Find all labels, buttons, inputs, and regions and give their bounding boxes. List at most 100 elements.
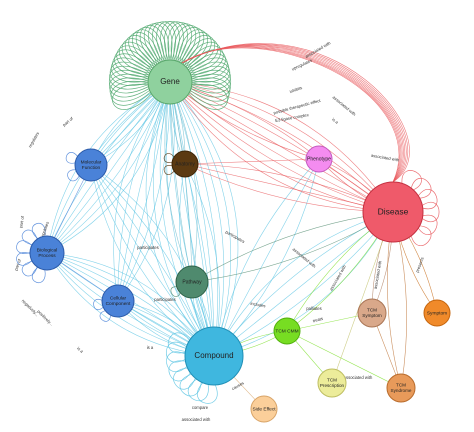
bp-self-loop-3 [16, 240, 33, 254]
edge-compound-gene-2 [159, 81, 215, 357]
disease-self-loop-4 [417, 214, 438, 235]
edge-anatomy-disease-1 [184, 163, 394, 213]
node-molecular-function-circle [74, 148, 108, 182]
gene-self-loop-40 [190, 73, 231, 98]
gene-self-loop-27 [175, 27, 205, 66]
gene-self-loop-29 [179, 32, 212, 69]
edge-label: positively... [36, 309, 54, 327]
gene-self-loop-38 [190, 65, 231, 90]
gene-self-loop-31 [182, 38, 219, 72]
node-gene-circle [147, 59, 193, 105]
gene-self-loop-14 [128, 32, 161, 69]
edge-label: inhibits [289, 85, 303, 94]
bp-self-loop-0 [31, 267, 46, 283]
gene-self-loop-5 [109, 65, 150, 90]
edge-compound-gene-11 [169, 81, 239, 357]
gene-self-loop-6 [109, 61, 151, 86]
gene-self-loop-8 [112, 53, 152, 80]
gene-self-loop-13 [124, 35, 160, 71]
gene-self-loop-0 [112, 83, 152, 110]
edge-label: negatively... [21, 298, 40, 317]
node-disease[interactable]: Disease [362, 181, 424, 243]
gene-disease-arc-6 [179, 44, 407, 183]
node-symptom-circle [423, 299, 451, 327]
edge-label: causes [231, 380, 245, 391]
edge-gene-disease-1 [169, 81, 394, 213]
node-side-effect[interactable]: Side Effect [250, 395, 278, 423]
gene-self-loop-19 [148, 22, 173, 63]
edge-label: associated with [328, 264, 347, 292]
edge-label: regulates [27, 131, 40, 148]
mf-self-loop-0 [67, 169, 80, 182]
edge-compound-molecular_function-2 [90, 164, 215, 357]
node-symptom[interactable]: Symptom [423, 299, 451, 327]
gene-self-loop-15 [132, 29, 163, 67]
gene-self-loop-39 [191, 70, 232, 94]
edge-gene-cellular_component-1 [117, 81, 171, 302]
gene-self-loop-20 [152, 21, 176, 62]
node-tcm-cmm-circle [273, 317, 301, 345]
edge-compound-gene-9 [169, 81, 225, 357]
disease-self-loop-0 [401, 170, 422, 191]
edge-label: associated with [371, 153, 401, 163]
node-biological-process-circle [29, 235, 65, 271]
gene-self-loop-7 [110, 57, 151, 83]
gene-self-loop-22 [160, 20, 184, 61]
gene-self-loop-33 [185, 45, 224, 76]
edge-gene-phenotype-0 [169, 81, 320, 160]
node-anatomy[interactable]: Anatomy [171, 150, 199, 178]
gene-self-loop-35 [188, 53, 228, 80]
node-compound[interactable]: Compound [184, 326, 244, 386]
edge-label: presents [415, 256, 425, 273]
edge-gene-pathway-3 [164, 81, 193, 283]
edge-gene-cellular_component-0 [117, 81, 175, 302]
compound-self-loop-0 [196, 382, 218, 404]
node-phenotype[interactable]: Phenotype [305, 145, 333, 173]
gene-self-loop-17 [139, 25, 167, 65]
gene-self-loop-24 [167, 22, 192, 63]
edge-gene-cellular_component-5 [113, 81, 171, 302]
gene-self-loop-28 [177, 29, 208, 67]
gene-self-loop-32 [184, 41, 221, 74]
edge-gene-cellular_component-2 [117, 81, 171, 302]
edge-gene-disease-3 [169, 81, 394, 213]
node-pathway[interactable]: Pathway [175, 265, 209, 299]
mf-self-loop-1 [65, 152, 78, 164]
edge-compound-gene-10 [169, 81, 232, 357]
self-loop-layer [16, 20, 440, 404]
edge-label: participates [154, 297, 175, 302]
edge-compound-gene-6 [169, 81, 215, 357]
anatomy-self-loop-0 [163, 165, 175, 175]
compound-self-loop-4 [168, 360, 191, 382]
gene-self-loop-30 [180, 35, 216, 71]
compound-self-loop-7 [168, 332, 190, 354]
edge-label: participates [137, 245, 158, 250]
edge-gene-biological_process-1 [46, 81, 171, 254]
gene-self-loop-10 [116, 45, 155, 76]
edge-compound-molecular_function-3 [90, 164, 215, 357]
node-pathway-circle [175, 265, 209, 299]
edge-label: palliates [306, 306, 321, 311]
edge-compound-disease-0 [213, 211, 394, 357]
node-compound-circle [184, 326, 244, 386]
edge-gene-pathway-0 [169, 81, 198, 283]
edge-label: part of [62, 115, 75, 127]
node-tcm-symptom-circle [357, 298, 387, 328]
node-phenotype-circle [305, 145, 333, 173]
node-gene[interactable]: Gene [147, 59, 193, 105]
edge-gene-phenotype-1 [169, 81, 320, 160]
node-tcm-cmm[interactable]: TCM CMM [273, 317, 301, 345]
gene-self-loop-34 [186, 49, 226, 78]
gene-disease-arc-8 [179, 43, 410, 183]
compound-self-loop-1 [187, 378, 209, 401]
gene-self-loop-21 [156, 20, 180, 61]
edge-gene-cellular_component-3 [117, 81, 171, 302]
gene-self-loop-43 [188, 83, 228, 110]
